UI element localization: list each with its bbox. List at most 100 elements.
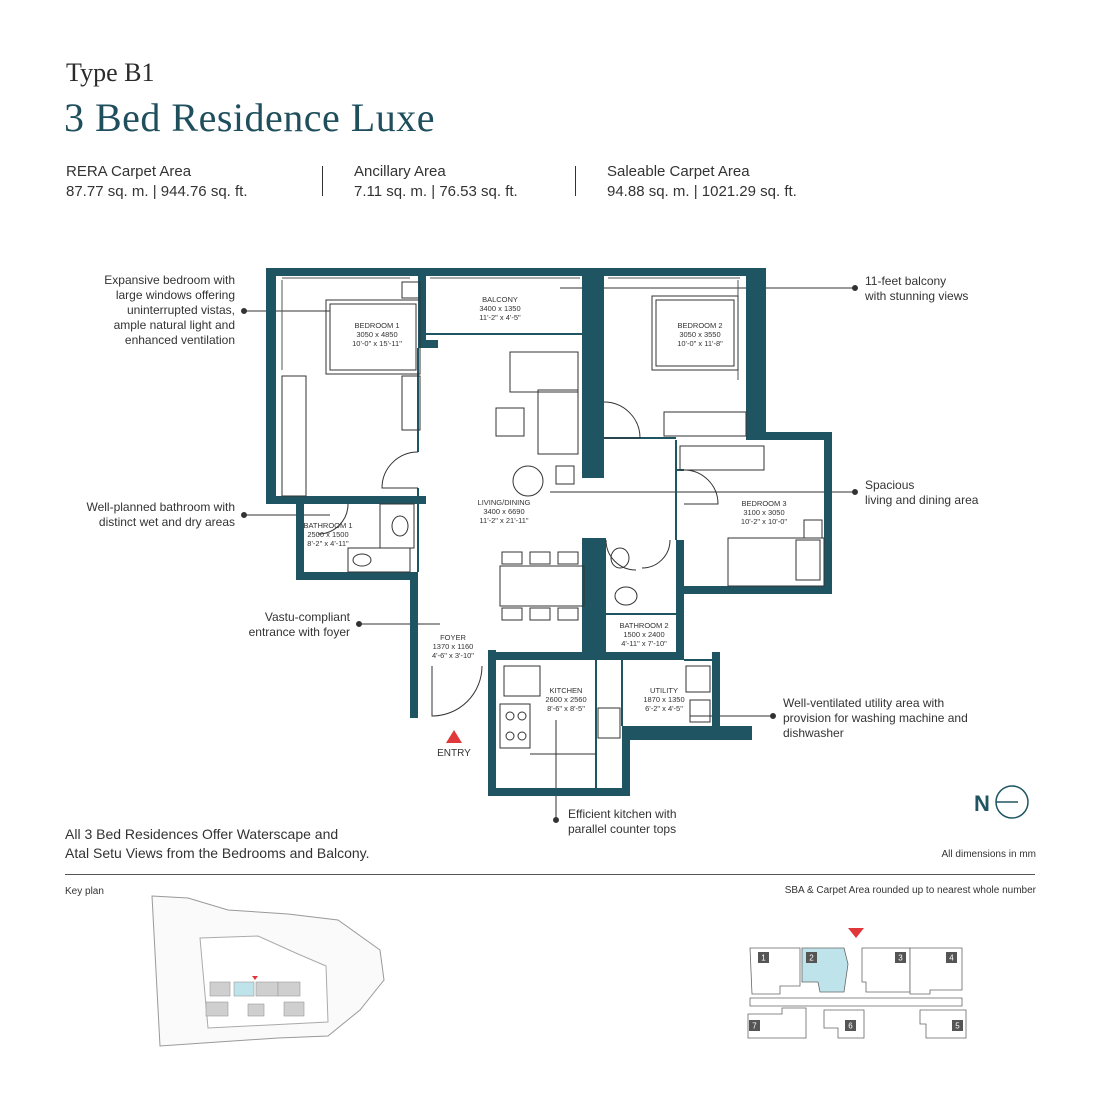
saleable-carpet-area: Saleable Carpet Area 94.88 sq. m. | 1021… — [607, 162, 797, 202]
chair — [501, 551, 523, 565]
fridge — [503, 665, 541, 697]
unit-block — [747, 1007, 807, 1039]
room-dim: 3050 x 3550 — [679, 330, 720, 339]
bed-headboard — [795, 539, 821, 581]
chair — [529, 551, 551, 565]
leader-dot — [241, 512, 247, 518]
unit-key-plan: 1 2 3 4 5 6 7 — [747, 928, 967, 1039]
building — [205, 1001, 229, 1017]
wall — [676, 586, 832, 594]
side-table — [803, 519, 823, 539]
room-labels: BALCONY 3400 x 1350 11'-2" x 4'-5" BEDRO… — [303, 295, 787, 713]
partitions — [417, 333, 712, 788]
room-dim: 3100 x 3050 — [743, 508, 784, 517]
burner — [517, 731, 527, 741]
building — [247, 1003, 265, 1017]
building — [277, 981, 301, 997]
sba-note: SBA & Carpet Area rounded up to nearest … — [784, 885, 1036, 896]
callout-line: dishwasher — [783, 726, 844, 740]
unit-number: 3 — [898, 954, 903, 963]
bed-mattress — [329, 303, 417, 371]
room-dim: 2600 x 2560 — [545, 695, 586, 704]
building — [209, 981, 231, 997]
area-label: RERA Carpet Area — [66, 163, 192, 180]
room-dim: 1870 x 1350 — [643, 695, 684, 704]
callout-bathroom: Well-planned bathroom with distinct wet … — [40, 500, 235, 530]
unit-number: 6 — [848, 1022, 853, 1031]
callout-bedroom: Expansive bedroom with large windows off… — [60, 273, 235, 348]
dimensions-note: All dimensions in mm — [941, 849, 1036, 860]
room-dim: 4'-11" x 7'-10" — [621, 639, 667, 648]
callout-line: distinct wet and dry areas — [98, 515, 235, 529]
room-name: BATHROOM 2 — [619, 621, 668, 630]
vanity — [347, 547, 411, 573]
unit-number: 2 — [809, 954, 814, 963]
unit-number: 7 — [752, 1022, 757, 1031]
ancillary-area: Ancillary Area 7.11 sq. m. | 76.53 sq. f… — [354, 162, 518, 202]
room-name: BALCONY — [482, 295, 518, 304]
dining-table — [499, 565, 585, 607]
chair — [557, 551, 579, 565]
chair — [501, 607, 523, 621]
walls — [266, 268, 832, 796]
callout-line: Expansive bedroom with — [104, 273, 235, 287]
armchair — [512, 465, 544, 497]
kitchen-sink — [597, 707, 621, 739]
door-swing — [381, 451, 419, 489]
callout-line: large windows offering — [115, 288, 235, 302]
entry-label: ENTRY — [437, 748, 471, 759]
key-plan-label: Key plan — [65, 886, 104, 897]
area-label: Saleable Carpet Area — [607, 163, 750, 180]
building — [255, 981, 279, 997]
room-dim: 3050 x 4850 — [356, 330, 397, 339]
callout-line: uninterrupted vistas, — [126, 303, 235, 317]
footnote-line: All 3 Bed Residences Offer Waterscape an… — [65, 826, 339, 842]
unit-marker-icon — [848, 928, 864, 938]
area-value: 7.11 sq. m. | 76.53 sq. ft. — [354, 183, 518, 200]
windows — [281, 277, 740, 380]
wall — [824, 432, 832, 594]
chair — [529, 607, 551, 621]
coffee-table — [495, 407, 525, 437]
leader-dot — [241, 308, 247, 314]
floor-plan: BALCONY 3400 x 1350 11'-2" x 4'-5" BEDRO… — [241, 268, 1029, 823]
highlighted-building — [233, 981, 255, 997]
unit-number: 5 — [955, 1022, 960, 1031]
unit-badge — [845, 1020, 856, 1031]
page-title: 3 Bed Residence Luxe — [64, 95, 435, 140]
unit-badge — [952, 1020, 963, 1031]
wall — [622, 726, 752, 740]
room-name: KITCHEN — [550, 686, 583, 695]
north-label: N — [974, 791, 990, 816]
wall — [582, 538, 606, 656]
wall — [746, 432, 832, 440]
bed — [325, 299, 421, 375]
room-dim: 10'-0" x 15'-11" — [352, 339, 402, 348]
callout-line: Efficient kitchen with — [568, 807, 677, 821]
wall — [676, 540, 684, 652]
leader-dot — [852, 285, 858, 291]
callout-kitchen: Efficient kitchen with parallel counter … — [568, 807, 768, 837]
burner — [517, 711, 527, 721]
room-name: BEDROOM 3 — [741, 499, 786, 508]
room-name: BATHROOM 1 — [303, 521, 352, 530]
sink — [610, 547, 630, 569]
callout-line: Well-planned bathroom with — [86, 500, 235, 514]
wall — [488, 652, 684, 660]
footnote-line: Atal Setu Views from the Bedrooms and Ba… — [65, 845, 370, 861]
room-dim: 8'-2" x 4'-11" — [307, 539, 349, 548]
callout-line: entrance with foyer — [248, 625, 350, 639]
bed — [651, 295, 739, 371]
burner — [505, 731, 515, 741]
furniture — [281, 281, 825, 755]
unit-block — [749, 947, 801, 995]
toilet — [614, 586, 638, 606]
room-dim: 11'-2" x 21'-11" — [479, 516, 529, 525]
building — [283, 1001, 305, 1017]
room-name: LIVING/DINING — [478, 498, 531, 507]
divider — [322, 166, 323, 196]
unit-blocks — [747, 947, 967, 1039]
room-dim: 3400 x 6690 — [483, 507, 524, 516]
wall — [488, 650, 496, 796]
callout-living: Spacious living and dining area — [865, 478, 1065, 508]
